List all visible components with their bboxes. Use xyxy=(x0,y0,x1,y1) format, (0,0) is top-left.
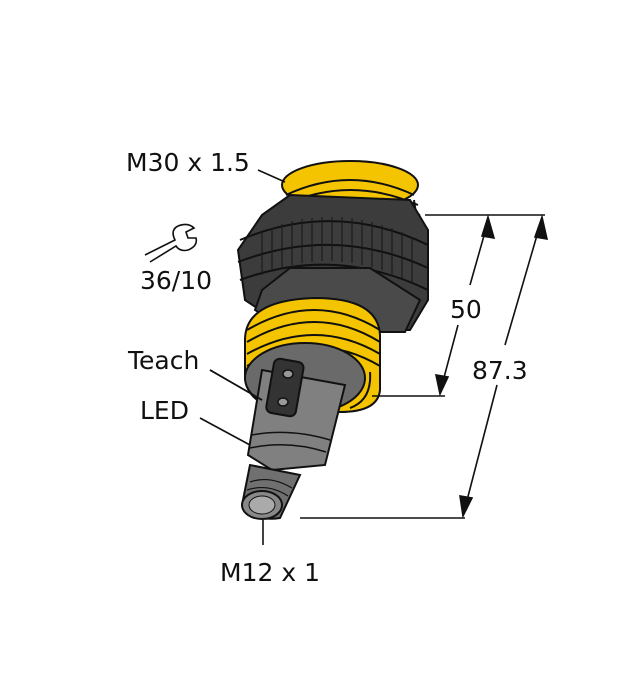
sensor-housing xyxy=(240,342,366,520)
dimension-50: 50 xyxy=(450,295,482,324)
leader-lines xyxy=(199,169,286,545)
teach-button xyxy=(282,369,294,379)
teach-label: Teach xyxy=(128,346,200,375)
led-label: LED xyxy=(140,396,189,425)
wrench-icon xyxy=(144,223,198,263)
dimension-87-3: 87.3 xyxy=(472,356,528,385)
wrench-size-label: 36/10 xyxy=(140,266,213,295)
teach-window xyxy=(265,357,305,418)
dimension-lines xyxy=(300,214,549,519)
led-indicator xyxy=(277,397,289,407)
connector-label: M12 x 1 xyxy=(220,558,320,587)
thread-label: M30 x 1.5 xyxy=(126,148,250,177)
